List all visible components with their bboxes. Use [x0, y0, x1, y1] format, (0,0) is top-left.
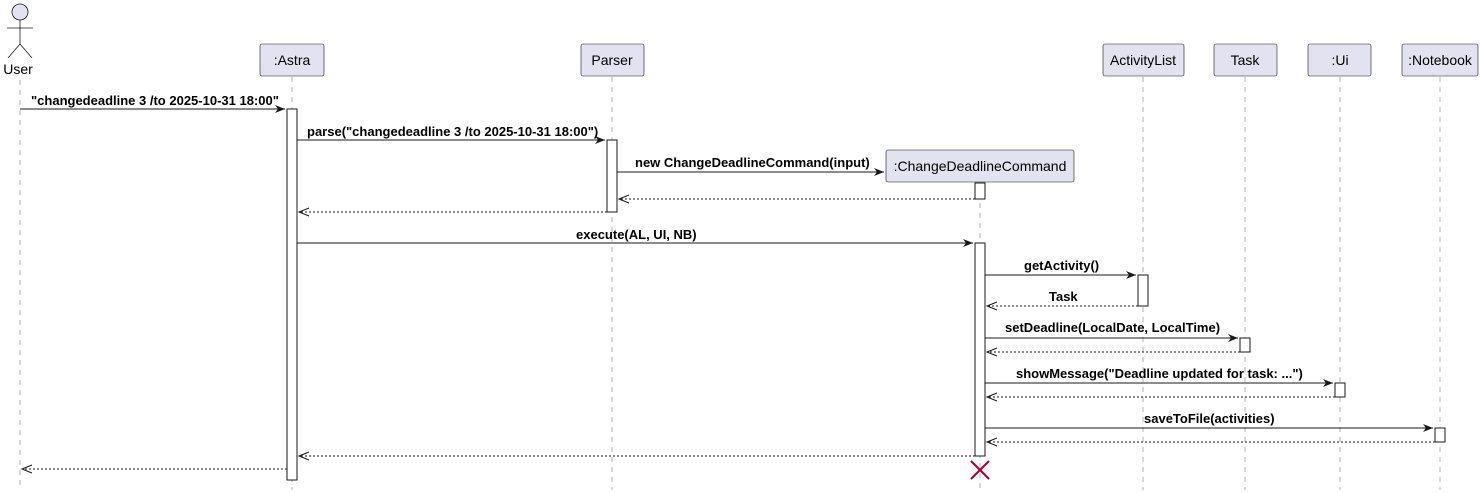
participant-activitylist: ActivityList [1102, 43, 1185, 77]
destroy-marker-changedeadlinecommand [970, 460, 990, 480]
participant-activitylist-label: ActivityList [1110, 52, 1176, 68]
activation-notebook [1434, 427, 1446, 443]
participant-notebook: :Notebook [1401, 43, 1479, 77]
participant-ui: :Ui [1307, 43, 1372, 77]
message-label: getActivity() [1024, 258, 1099, 273]
message-label: saveToFile(activities) [1144, 411, 1275, 426]
return-notebook-to-changedeadlinecommand [985, 437, 1435, 447]
return-parser-to-astra [297, 207, 607, 217]
activation-activitylist [1137, 274, 1149, 307]
activation-parser [606, 139, 618, 213]
participant-changedeadlinecommand-label: :ChangeDeadlineCommand [894, 158, 1067, 174]
message-astra-to-parser: parse("changedeadline 3 /to 2025-10-31 1… [297, 124, 605, 144]
message-user-to-astra: "changedeadline 3 /to 2025-10-31 18:00" [20, 93, 285, 113]
message-changedeadlinecommand-to-task: setDeadline(LocalDate, LocalTime) [985, 320, 1238, 342]
message-changedeadlinecommand-to-activitylist: getActivity() [985, 258, 1136, 279]
activation-astra [286, 108, 298, 481]
actor-user-label: User [3, 61, 33, 77]
message-label: "changedeadline 3 /to 2025-10-31 18:00" [31, 93, 279, 108]
actor-head [11, 3, 29, 21]
return-ui-to-changedeadlinecommand [985, 392, 1335, 402]
activation-changedeadlinecommand-create [974, 182, 986, 200]
participant-notebook-label: :Notebook [1408, 52, 1473, 68]
return-activitylist-to-changedeadlinecommand: Task [985, 289, 1138, 311]
activation-changedeadlinecommand-execute [974, 242, 986, 457]
return-task-to-changedeadlinecommand [985, 347, 1240, 357]
return-changedeadlinecommand-to-astra [297, 451, 975, 461]
participant-ui-label: :Ui [1331, 52, 1348, 68]
activation-ui [1334, 382, 1346, 398]
message-label: Task [1049, 289, 1078, 304]
participant-task-label: Task [1231, 52, 1261, 68]
message-label: execute(AL, UI, NB) [576, 227, 697, 242]
return-changedeadlinecommand-to-parser [617, 194, 975, 204]
message-parser-create-changedeadlinecommand: new ChangeDeadlineCommand(input) [617, 155, 884, 176]
message-astra-to-changedeadlinecommand: execute(AL, UI, NB) [297, 227, 973, 247]
activation-task [1239, 337, 1251, 353]
message-changedeadlinecommand-to-ui: showMessage("Deadline updated for task: … [985, 366, 1333, 387]
actor-user: User [3, 3, 33, 77]
return-astra-to-user [20, 464, 287, 474]
message-label: setDeadline(LocalDate, LocalTime) [1005, 320, 1220, 335]
participant-astra: :Astra [259, 43, 325, 77]
participant-task: Task [1213, 43, 1278, 77]
participant-parser-label: Parser [591, 52, 633, 68]
message-label: parse("changedeadline 3 /to 2025-10-31 1… [307, 124, 598, 139]
participant-astra-label: :Astra [274, 52, 311, 68]
message-changedeadlinecommand-to-notebook: saveToFile(activities) [985, 411, 1433, 432]
message-label: new ChangeDeadlineCommand(input) [635, 155, 870, 170]
participant-changedeadlinecommand: :ChangeDeadlineCommand [885, 149, 1075, 183]
message-label: showMessage("Deadline updated for task: … [1016, 366, 1303, 381]
participant-parser: Parser [580, 43, 645, 77]
